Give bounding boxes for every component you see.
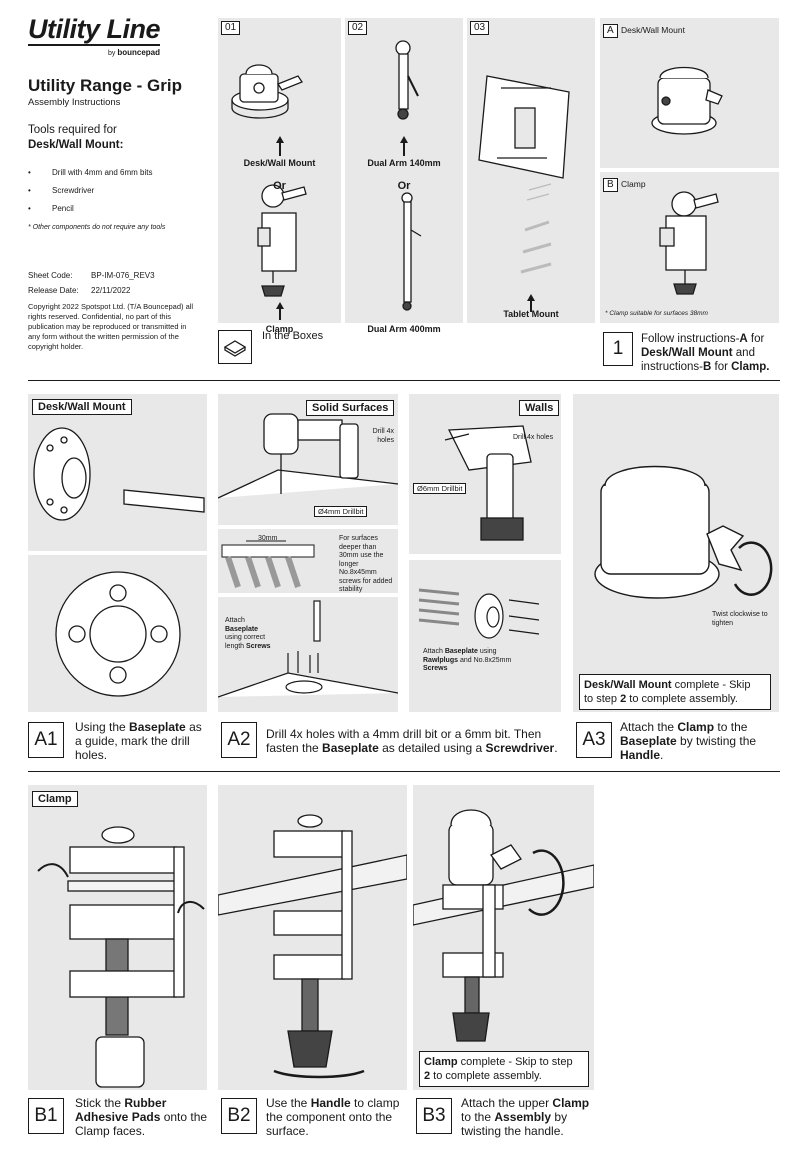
step-b2-text: Use the Handle to clamp the component on… bbox=[266, 1096, 400, 1138]
box-02-illustration bbox=[395, 40, 422, 311]
divider bbox=[28, 771, 780, 772]
mount-twist-illustration bbox=[594, 465, 773, 599]
step-number-box: B1 bbox=[28, 1098, 64, 1134]
step-a2-text: Drill 4x holes with a 4mm drill bit or a… bbox=[266, 727, 558, 755]
variant-b-note: * Clamp suitable for surfaces 38mm bbox=[605, 310, 708, 317]
in-boxes-label: In the Boxes bbox=[262, 330, 324, 342]
clamp-attach-illustration bbox=[413, 809, 594, 1042]
clamp-surface-illustration bbox=[218, 814, 407, 1079]
byline: by bouncepad bbox=[107, 48, 161, 57]
box-icon bbox=[218, 330, 252, 364]
box-01-panel: 01 Desk/Wall Mount Or Clamp bbox=[218, 18, 341, 334]
box-01-or: Or bbox=[273, 180, 286, 192]
section-b-title: Clamp bbox=[32, 791, 78, 807]
step-b3-text: Attach the upper Clamp to the Assembly b… bbox=[461, 1096, 590, 1138]
box-01-bottom-label: Clamp bbox=[265, 324, 294, 334]
attach-screws-illustration bbox=[218, 600, 398, 698]
box-02-panel: 02 Dual Arm 140mm Or Dual Arm 400mm bbox=[345, 18, 463, 334]
a2-walls-panel: Walls Drill 4x holes Ø6mm Drillbit bbox=[409, 394, 561, 554]
depth-dim-label: 30mm bbox=[258, 535, 278, 542]
variant-a-panel: A Desk/Wall Mount bbox=[600, 18, 779, 168]
box-01-top-label: Desk/Wall Mount bbox=[243, 158, 316, 168]
a2-depth-panel: 30mm For surfaces deeper than 30mm use t… bbox=[218, 529, 398, 593]
box-02-top-label: Dual Arm 140mm bbox=[367, 158, 441, 168]
step-a1-text: Using the Baseplate as a guide, mark the… bbox=[75, 720, 202, 762]
variant-b-illustration bbox=[659, 191, 719, 295]
walls-bit-label: Ø6mm Drillbit bbox=[413, 483, 467, 494]
step-number-box: A3 bbox=[576, 722, 612, 758]
step-number-box: B2 bbox=[221, 1098, 257, 1134]
box-number: 02 bbox=[348, 21, 368, 35]
section-a-title: Desk/Wall Mount bbox=[32, 399, 132, 415]
box-number: 01 bbox=[221, 21, 241, 35]
sheet-meta: Sheet Code:BP-IM-076_REV3 Release Date:2… bbox=[28, 271, 155, 295]
baseplate-top-illustration bbox=[55, 571, 181, 697]
variant-a-illustration bbox=[651, 66, 723, 135]
solid-drill-illustration bbox=[218, 413, 398, 499]
drill-bit-label: Ø4mm Drillbit bbox=[314, 506, 368, 517]
box-02-or: Or bbox=[397, 180, 411, 192]
solid-surfaces-title: Solid Surfaces bbox=[306, 400, 395, 416]
box-03-bottom-label: Tablet Mount bbox=[503, 309, 559, 319]
box-01-illustration bbox=[231, 64, 307, 297]
variant-letter: A bbox=[603, 24, 618, 38]
baseplate-side-illustration bbox=[33, 427, 205, 521]
logo-text: Utility Line bbox=[28, 14, 161, 46]
box-03-illustration bbox=[478, 75, 570, 274]
variant-a-label: Desk/Wall Mount bbox=[621, 25, 685, 35]
walls-drill-illustration bbox=[444, 425, 532, 541]
box-03-panel: 03 Tablet Mount bbox=[467, 18, 595, 323]
variant-b-panel: B Clamp * Clamp suitable for surfaces 38… bbox=[600, 172, 779, 323]
tools-heading: Tools required for Desk/Wall Mount: bbox=[28, 124, 124, 151]
step-number-box: 1 bbox=[603, 332, 633, 366]
b2-panel bbox=[218, 785, 407, 1090]
box-02-bottom-label: Dual Arm 400mm bbox=[367, 324, 441, 334]
rawlplug-illustration bbox=[418, 588, 540, 639]
b1-panel: Clamp bbox=[28, 785, 207, 1090]
divider bbox=[28, 380, 780, 381]
step-a3-text: Attach the Clamp to the Baseplate by twi… bbox=[620, 720, 757, 762]
variant-b-label: Clamp bbox=[621, 179, 646, 189]
depth-illustration bbox=[221, 540, 315, 588]
step-number-box: B3 bbox=[416, 1098, 452, 1134]
a3-panel: Twist clockwise to tighten Desk/Wall Mou… bbox=[573, 394, 779, 712]
list-item: •Pencil bbox=[28, 204, 74, 213]
clamp-pads-illustration bbox=[37, 826, 205, 1088]
twist-note: Twist clockwise to tighten bbox=[712, 611, 768, 627]
depth-note: For surfaces deeper than 30mm use the lo… bbox=[339, 535, 393, 593]
box-number: 03 bbox=[470, 21, 490, 35]
page-title: Utility Range - Grip bbox=[28, 76, 182, 95]
a2-solid-panel: Solid Surfaces Drill 4x holes Ø4mm Drill… bbox=[218, 394, 398, 525]
brand-logo: Utility Line by bouncepad bbox=[28, 14, 161, 57]
walls-title: Walls bbox=[519, 400, 560, 416]
step-number-box: A1 bbox=[28, 722, 64, 758]
walls-drill-label: Drill 4x holes bbox=[513, 434, 554, 441]
page-subtitle: Assembly Instructions bbox=[28, 97, 121, 108]
solid-drill-label: Drill 4x holes bbox=[372, 428, 394, 444]
variant-letter: B bbox=[603, 178, 618, 192]
step-1-text: Follow instructions-A for Desk/Wall Moun… bbox=[641, 333, 770, 373]
list-item: •Screwdriver bbox=[28, 186, 95, 195]
step-b1-text: Stick the Rubber Adhesive Pads onto the … bbox=[75, 1096, 208, 1138]
step-number-box: A2 bbox=[221, 722, 257, 758]
copyright: Copyright 2022 Spotspot Ltd. (T/A Bounce… bbox=[28, 302, 194, 351]
a1-top-panel: Desk/Wall Mount bbox=[28, 394, 207, 551]
a1-bottom-panel bbox=[28, 555, 207, 712]
tools-list: •Drill with 4mm and 6mm bits •Screwdrive… bbox=[28, 168, 152, 222]
tools-note: * Other components do not require any to… bbox=[28, 224, 166, 231]
list-item: •Drill with 4mm and 6mm bits bbox=[28, 168, 153, 177]
